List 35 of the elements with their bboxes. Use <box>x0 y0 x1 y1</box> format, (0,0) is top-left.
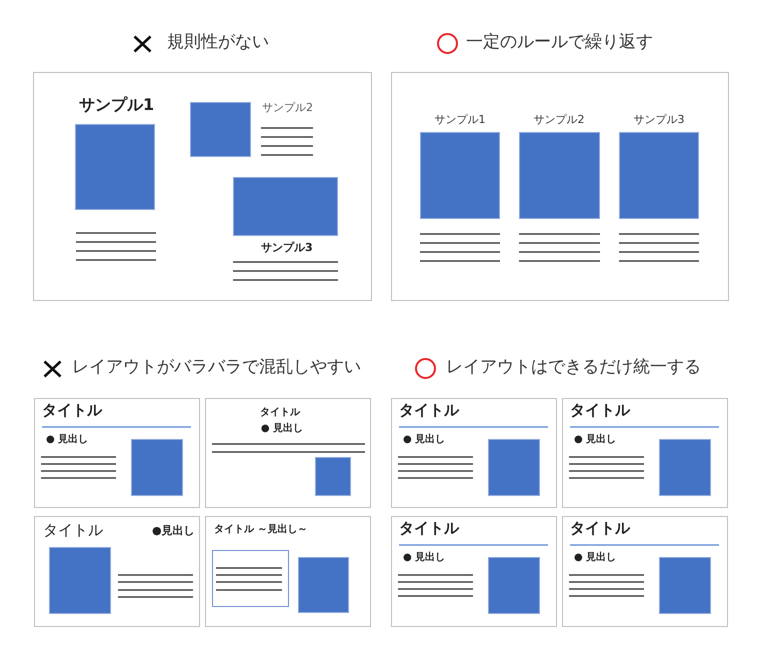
section-heading: 規則性がない <box>167 33 269 53</box>
slide-heading: ● 見出し <box>574 434 616 446</box>
section-heading: 一定のルールで繰り返す <box>466 33 653 53</box>
section-heading: レイアウトはできるだけ統一する <box>446 358 701 378</box>
slide-heading: ● 見出し <box>260 423 304 434</box>
sample-label: サンプル3 <box>261 242 313 255</box>
slide-heading: ● 見出し <box>403 434 446 446</box>
slide-title: タイトル ～見出し～ <box>214 524 308 536</box>
slide-heading: ● 見出し <box>574 552 616 564</box>
sample-label: サンプル3 <box>634 114 684 127</box>
sample-label: サンプル2 <box>534 114 584 127</box>
sample-label: サンプル2 <box>262 102 313 115</box>
slide-card <box>562 516 728 627</box>
slide-title: タイトル <box>570 520 630 538</box>
slide-card <box>205 398 371 508</box>
slide-title: タイトル <box>570 402 630 420</box>
slide-title: タイトル <box>399 520 459 538</box>
slide-card <box>391 398 557 508</box>
slide-title: タイトル <box>42 402 102 420</box>
slide-card <box>391 516 557 627</box>
slide-card <box>34 398 200 508</box>
slide-title: タイトル <box>260 407 300 418</box>
sample-label: サンプル1 <box>434 114 486 127</box>
slide-title: タイトル <box>43 522 103 540</box>
slide-card <box>205 516 371 627</box>
slide-card <box>34 516 200 627</box>
layout-frame <box>391 72 729 301</box>
section-heading: レイアウトがバラバラで混乱しやすい <box>72 358 361 378</box>
slide-heading: ●見出し <box>152 525 195 538</box>
slide-heading: ● 見出し <box>46 434 88 446</box>
slide-heading: ● 見出し <box>403 552 446 564</box>
slide-title: タイトル <box>399 402 459 420</box>
layout-frame <box>33 72 372 301</box>
slide-card <box>562 398 728 508</box>
sample-label: サンプル1 <box>79 96 154 114</box>
